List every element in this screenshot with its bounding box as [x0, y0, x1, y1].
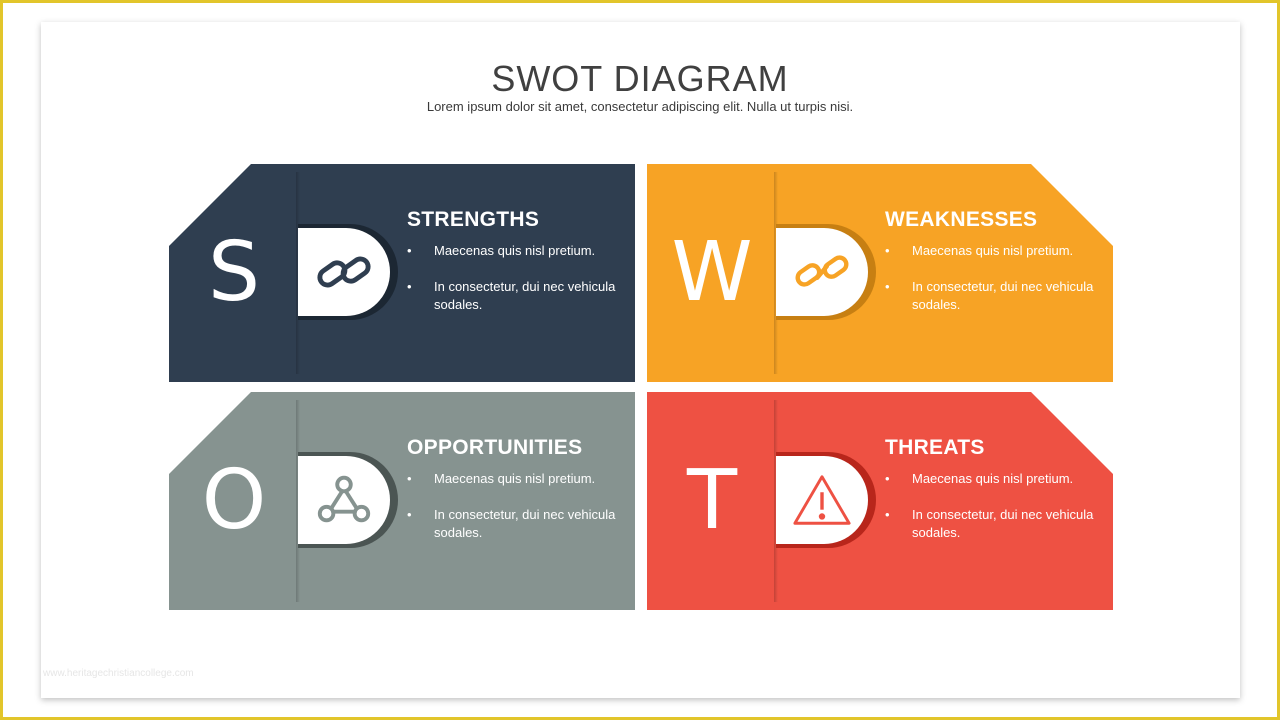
quadrant-opportunities: O OPPORTUNITIES • Maecenas quis nisl pret…	[169, 392, 635, 610]
quadrant-title: STRENGTHS	[407, 208, 540, 231]
quadrant-strengths: S STRENGTHS • Maecenas quis nisl pretium.…	[169, 164, 635, 382]
quadrant-shape	[647, 392, 1113, 610]
bullet-text: In consectetur, dui nec vehicula sodales…	[434, 279, 616, 312]
list-item: • In consectetur, dui nec vehicula sodale…	[407, 506, 624, 542]
list-item: • Maecenas quis nisl pretium.	[885, 242, 1102, 260]
bullet-list: • Maecenas quis nisl pretium. • In consect…	[885, 242, 1102, 332]
network-icon	[317, 475, 371, 523]
bullet-text: In consectetur, dui nec vehicula sodales…	[434, 507, 616, 540]
bullet-dot: •	[885, 507, 890, 522]
bullet-text: Maecenas quis nisl pretium.	[434, 471, 596, 486]
bullet-list: • Maecenas quis nisl pretium. • In consect…	[885, 470, 1102, 560]
broken-link-icon	[795, 255, 849, 287]
quadrant-shape	[169, 164, 635, 382]
bullet-text: In consectetur, dui nec vehicula sodales…	[912, 507, 1094, 540]
bullet-list: • Maecenas quis nisl pretium. • In consect…	[407, 242, 624, 332]
page-title: SWOT DIAGRAM	[491, 58, 789, 99]
icon-badge	[298, 228, 390, 316]
page-subtitle: Lorem ipsum dolor sit amet, consectetur …	[426, 99, 854, 114]
bullet-dot: •	[407, 507, 412, 522]
warning-icon	[793, 475, 851, 525]
list-item: • In consectetur, dui nec vehicula sodale…	[885, 506, 1102, 542]
icon-badge	[776, 456, 868, 544]
bullet-dot: •	[407, 279, 412, 294]
bullet-text: Maecenas quis nisl pretium.	[434, 243, 596, 258]
icon-badge	[298, 456, 390, 544]
bullet-text: Maecenas quis nisl pretium.	[912, 243, 1074, 258]
list-item: • Maecenas quis nisl pretium.	[885, 470, 1102, 488]
quadrant-letter: W	[671, 225, 753, 320]
quadrant-title: OPPORTUNITIES	[407, 436, 583, 459]
list-item: • In consectetur, dui nec vehicula sodale…	[885, 278, 1102, 314]
list-item: • Maecenas quis nisl pretium.	[407, 470, 624, 488]
watermark: www.heritagechristiancollege.com	[43, 668, 194, 679]
list-item: • In consectetur, dui nec vehicula sodale…	[407, 278, 624, 314]
bullet-list: • Maecenas quis nisl pretium. • In consect…	[407, 470, 624, 560]
quadrant-shape	[169, 392, 635, 610]
bullet-dot: •	[885, 243, 890, 258]
link-icon	[317, 256, 371, 288]
quadrant-weaknesses: W WEAKNESSES • Maecenas quis nisl pretium…	[647, 164, 1113, 382]
quadrant-letter: T	[686, 453, 738, 548]
list-item: • Maecenas quis nisl pretium.	[407, 242, 624, 260]
bullet-dot: •	[885, 279, 890, 294]
quadrant-title: WEAKNESSES	[885, 208, 1038, 231]
bullet-text: Maecenas quis nisl pretium.	[912, 471, 1074, 486]
bullet-dot: •	[407, 471, 412, 486]
quadrant-letter: O	[201, 453, 267, 548]
bullet-text: In consectetur, dui nec vehicula sodales…	[912, 279, 1094, 312]
quadrant-title: THREATS	[885, 436, 985, 459]
bullet-dot: •	[885, 471, 890, 486]
quadrant-threats: T THREATS • Maecenas quis nisl pretium. •…	[647, 392, 1113, 610]
bullet-dot: •	[407, 243, 412, 258]
icon-badge	[776, 228, 868, 316]
quadrant-shape	[647, 164, 1113, 382]
quadrant-letter: S	[207, 225, 261, 320]
